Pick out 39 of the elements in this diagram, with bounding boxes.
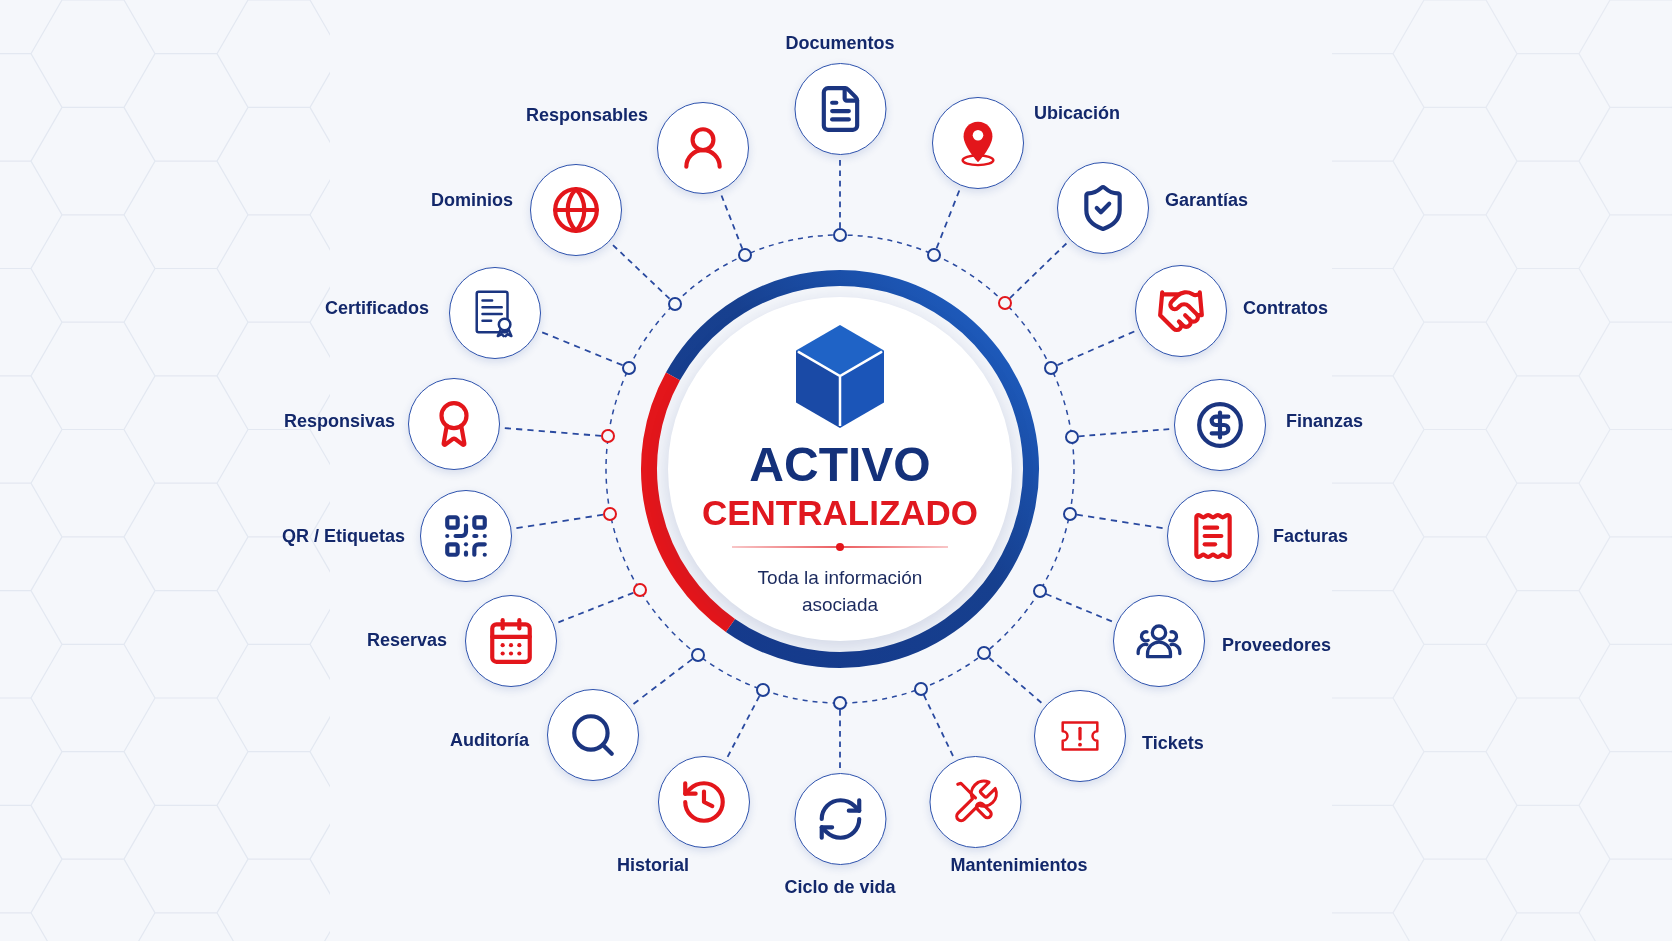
topic-label: Responsables: [525, 104, 648, 126]
topic-label: Facturas: [1273, 525, 1349, 547]
topic-label: Proveedores: [1222, 634, 1332, 656]
dashed-connector: [1009, 242, 1068, 299]
dashed-connector: [557, 591, 635, 624]
hub-subtitle: CENTRALIZADO: [701, 495, 979, 530]
hub-title: ACTIVO: [749, 441, 931, 489]
dashed-connector: [503, 427, 603, 437]
topic-label: Contratos: [1243, 297, 1328, 319]
topic-label: Finanzas: [1286, 410, 1364, 432]
topic-label: Documentos: [785, 32, 895, 54]
dashed-connector: [720, 194, 744, 250]
dashed-connector: [1075, 513, 1164, 529]
dashed-connector: [839, 709, 841, 769]
dashed-connector: [839, 159, 841, 229]
topic-label: Ciclo de vida: [784, 876, 896, 898]
hub-caption: Toda la información asociada: [756, 566, 924, 617]
topic-label: Reservas: [366, 629, 447, 651]
topic-label: Mantenimientos: [950, 854, 1088, 876]
topic-label: Auditoría: [450, 729, 529, 751]
topic-label: Garantías: [1165, 189, 1249, 211]
dashed-connector: [541, 331, 624, 367]
topic-label: Responsivas: [283, 410, 395, 432]
dashed-connector: [612, 244, 671, 300]
dashed-connector: [515, 513, 605, 530]
topic-label: Ubicación: [1034, 102, 1121, 124]
dashed-connector: [922, 694, 954, 757]
dashed-connector: [935, 189, 961, 250]
dashed-connector: [1045, 593, 1113, 623]
topic-label: Tickets: [1142, 732, 1204, 754]
dashed-connector: [1077, 428, 1171, 438]
topic-label: QR / Etiquetas: [281, 525, 405, 547]
dashed-connector: [726, 695, 761, 758]
topic-label: Certificados: [324, 297, 429, 319]
topic-label: Historial: [617, 854, 689, 876]
dashed-connector: [1056, 330, 1136, 366]
dashed-connector: [632, 658, 694, 705]
dashed-connector: [988, 657, 1043, 704]
topic-label: Dominios: [431, 189, 513, 211]
